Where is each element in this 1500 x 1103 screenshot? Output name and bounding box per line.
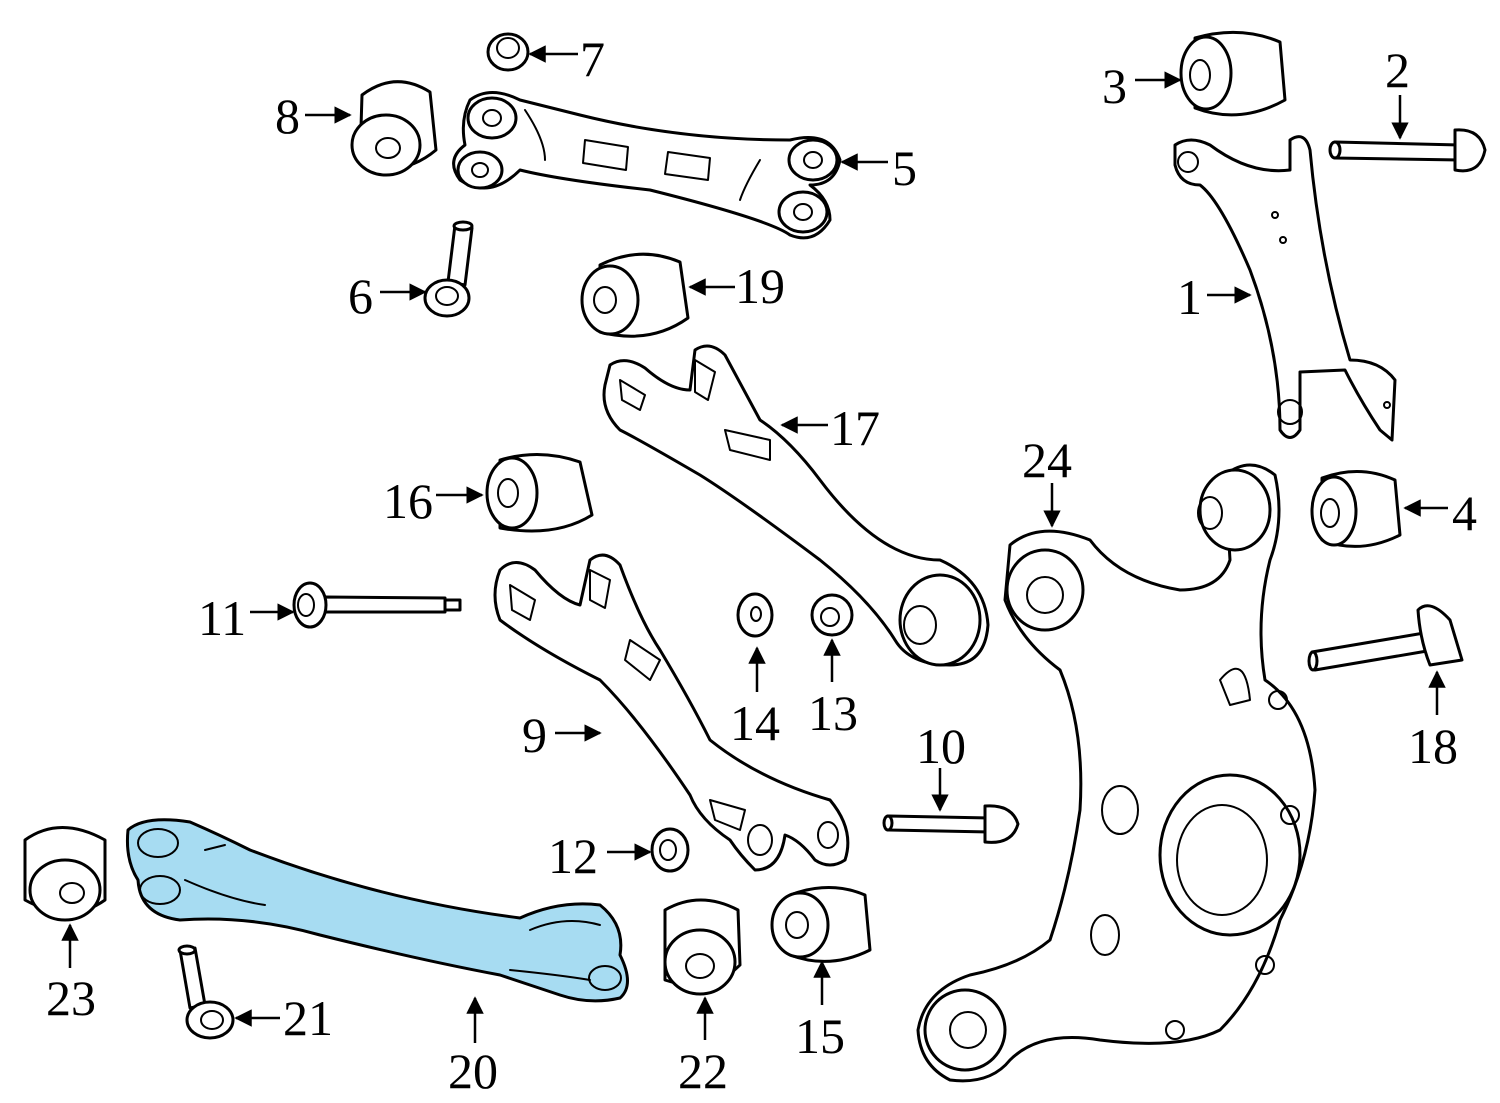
part-5-upper-arm[interactable]	[452, 91, 842, 240]
callout-19: 19	[735, 258, 785, 314]
part-3-bushing[interactable]	[1179, 30, 1287, 117]
part-2-bolt[interactable]	[1328, 128, 1487, 173]
part-13-nut[interactable]	[810, 593, 854, 637]
callout-4: 4	[1452, 485, 1477, 541]
part-12-nut[interactable]	[650, 827, 690, 873]
callout-2: 2	[1385, 42, 1410, 98]
part-10-bolt[interactable]	[882, 804, 1020, 844]
callout-3: 3	[1102, 58, 1127, 114]
part-17-arm[interactable]	[602, 344, 990, 667]
callout-16: 16	[383, 473, 433, 529]
callout-13: 13	[808, 685, 858, 741]
callout-9: 9	[522, 707, 547, 763]
part-4-bushing[interactable]	[1310, 469, 1402, 548]
part-9-arm[interactable]	[493, 553, 850, 872]
part-24-knuckle[interactable]	[916, 463, 1317, 1083]
part-8-bushing[interactable]	[350, 80, 438, 177]
callout-arrows	[61, 45, 1448, 1043]
callout-21: 21	[283, 990, 333, 1046]
callout-1: 1	[1177, 269, 1202, 325]
part-20-arm-highlighted[interactable]	[126, 818, 629, 1003]
part-19-bushing[interactable]	[580, 252, 690, 338]
part-21-bolt[interactable]	[177, 944, 235, 1040]
part-14-washer[interactable]	[736, 592, 774, 638]
callout-17: 17	[830, 400, 880, 456]
callout-24: 24	[1022, 432, 1072, 488]
callout-22: 22	[678, 1043, 728, 1099]
callout-8: 8	[275, 88, 300, 144]
callout-20: 20	[448, 1043, 498, 1099]
callout-15: 15	[795, 1008, 845, 1064]
part-22-bushing[interactable]	[663, 898, 742, 996]
callout-10: 10	[916, 718, 966, 774]
part-16-bushing[interactable]	[485, 453, 594, 533]
part-23-bushing[interactable]	[23, 826, 107, 922]
callout-7: 7	[580, 31, 605, 87]
callout-6: 6	[348, 268, 373, 324]
part-1-bracket[interactable]	[1173, 135, 1397, 442]
callout-23: 23	[46, 970, 96, 1026]
callout-12: 12	[548, 828, 598, 884]
part-15-bushing[interactable]	[770, 886, 872, 963]
part-6-bolt[interactable]	[423, 220, 474, 318]
callout-labels: 7 8 5 6 19 3 2 1 17 16 4 24 11 14 13 18 …	[46, 31, 1477, 1099]
part-7-nut[interactable]	[486, 32, 530, 72]
callout-11: 11	[198, 590, 246, 646]
callout-5: 5	[892, 140, 917, 196]
part-11-bolt[interactable]	[292, 581, 462, 629]
part-18-bolt[interactable]	[1307, 604, 1464, 672]
callout-14: 14	[730, 695, 780, 751]
callout-18: 18	[1408, 718, 1458, 774]
